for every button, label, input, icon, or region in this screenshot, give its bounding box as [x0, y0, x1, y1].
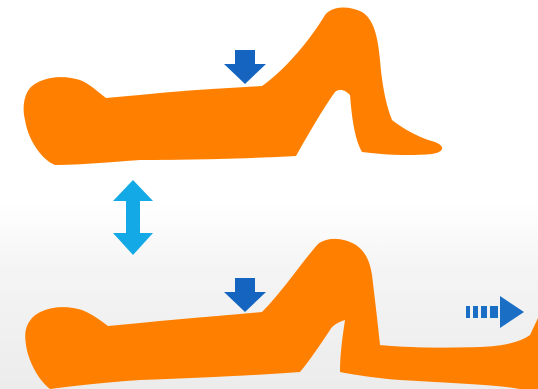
down-arrow-icon [224, 278, 266, 312]
up-down-arrow-icon [113, 180, 153, 255]
body-silhouette-bottom [25, 239, 538, 389]
figure-leg-sliding-out [25, 239, 538, 389]
figure-knees-bent [24, 7, 443, 165]
down-arrow-icon [224, 50, 266, 84]
right-dashed-arrow-icon [466, 296, 524, 328]
body-silhouette-top [24, 7, 443, 165]
